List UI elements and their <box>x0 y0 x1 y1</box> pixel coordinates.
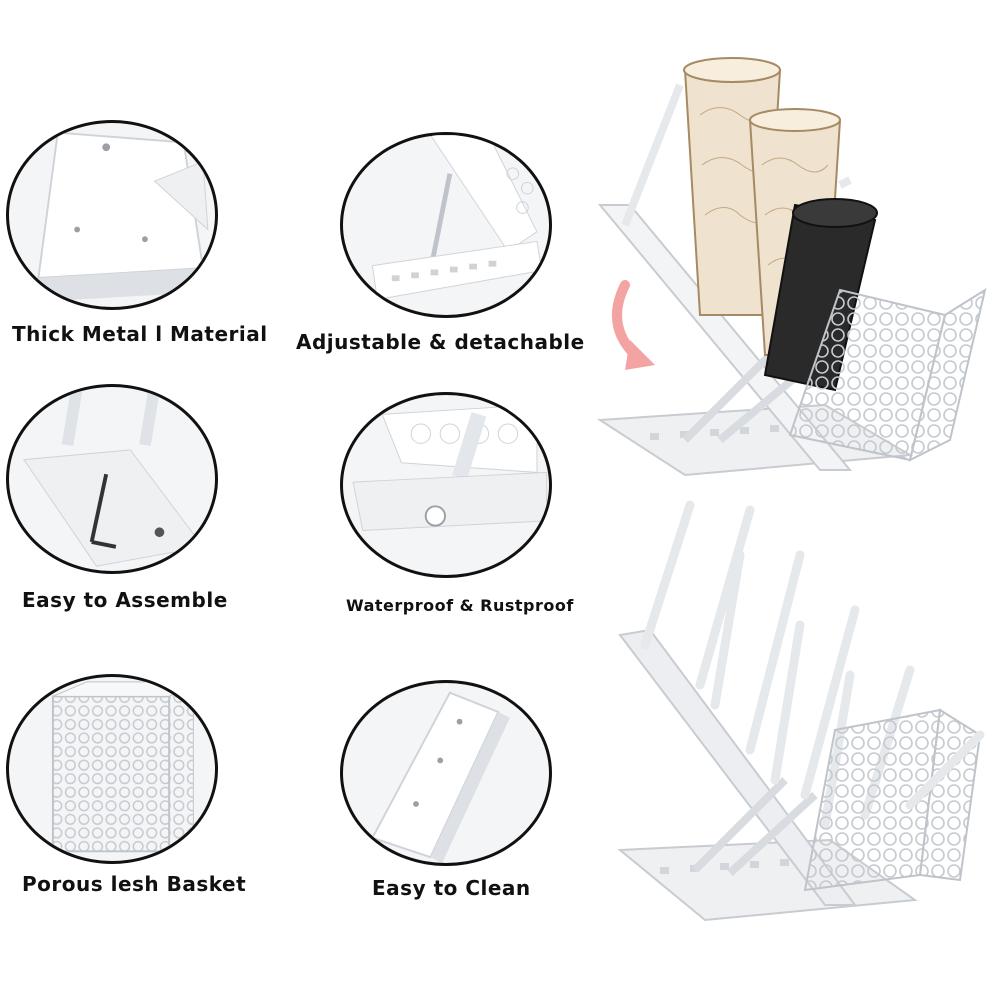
flat-panel-closeup-icon <box>340 680 552 866</box>
feature-label: Thick Metal l Material <box>12 322 268 346</box>
feature-label: Easy to Assemble <box>22 588 228 612</box>
mesh-basket-closeup-icon <box>6 674 218 864</box>
metal-sheet-closeup-icon <box>6 120 218 310</box>
cup-rack-with-cups-image <box>590 55 995 495</box>
adjustable-stand-closeup-icon <box>340 132 552 318</box>
empty-cup-rack-image <box>610 495 995 950</box>
hinge-joint-closeup-icon <box>340 392 552 578</box>
assembly-screw-closeup-icon <box>6 384 218 574</box>
feature-label: Adjustable & detachable <box>296 330 585 354</box>
feature-label: Waterproof & Rustproof <box>346 596 574 615</box>
feature-label: Easy to Clean <box>372 876 531 900</box>
feature-label: Porous lesh Basket <box>22 872 247 896</box>
